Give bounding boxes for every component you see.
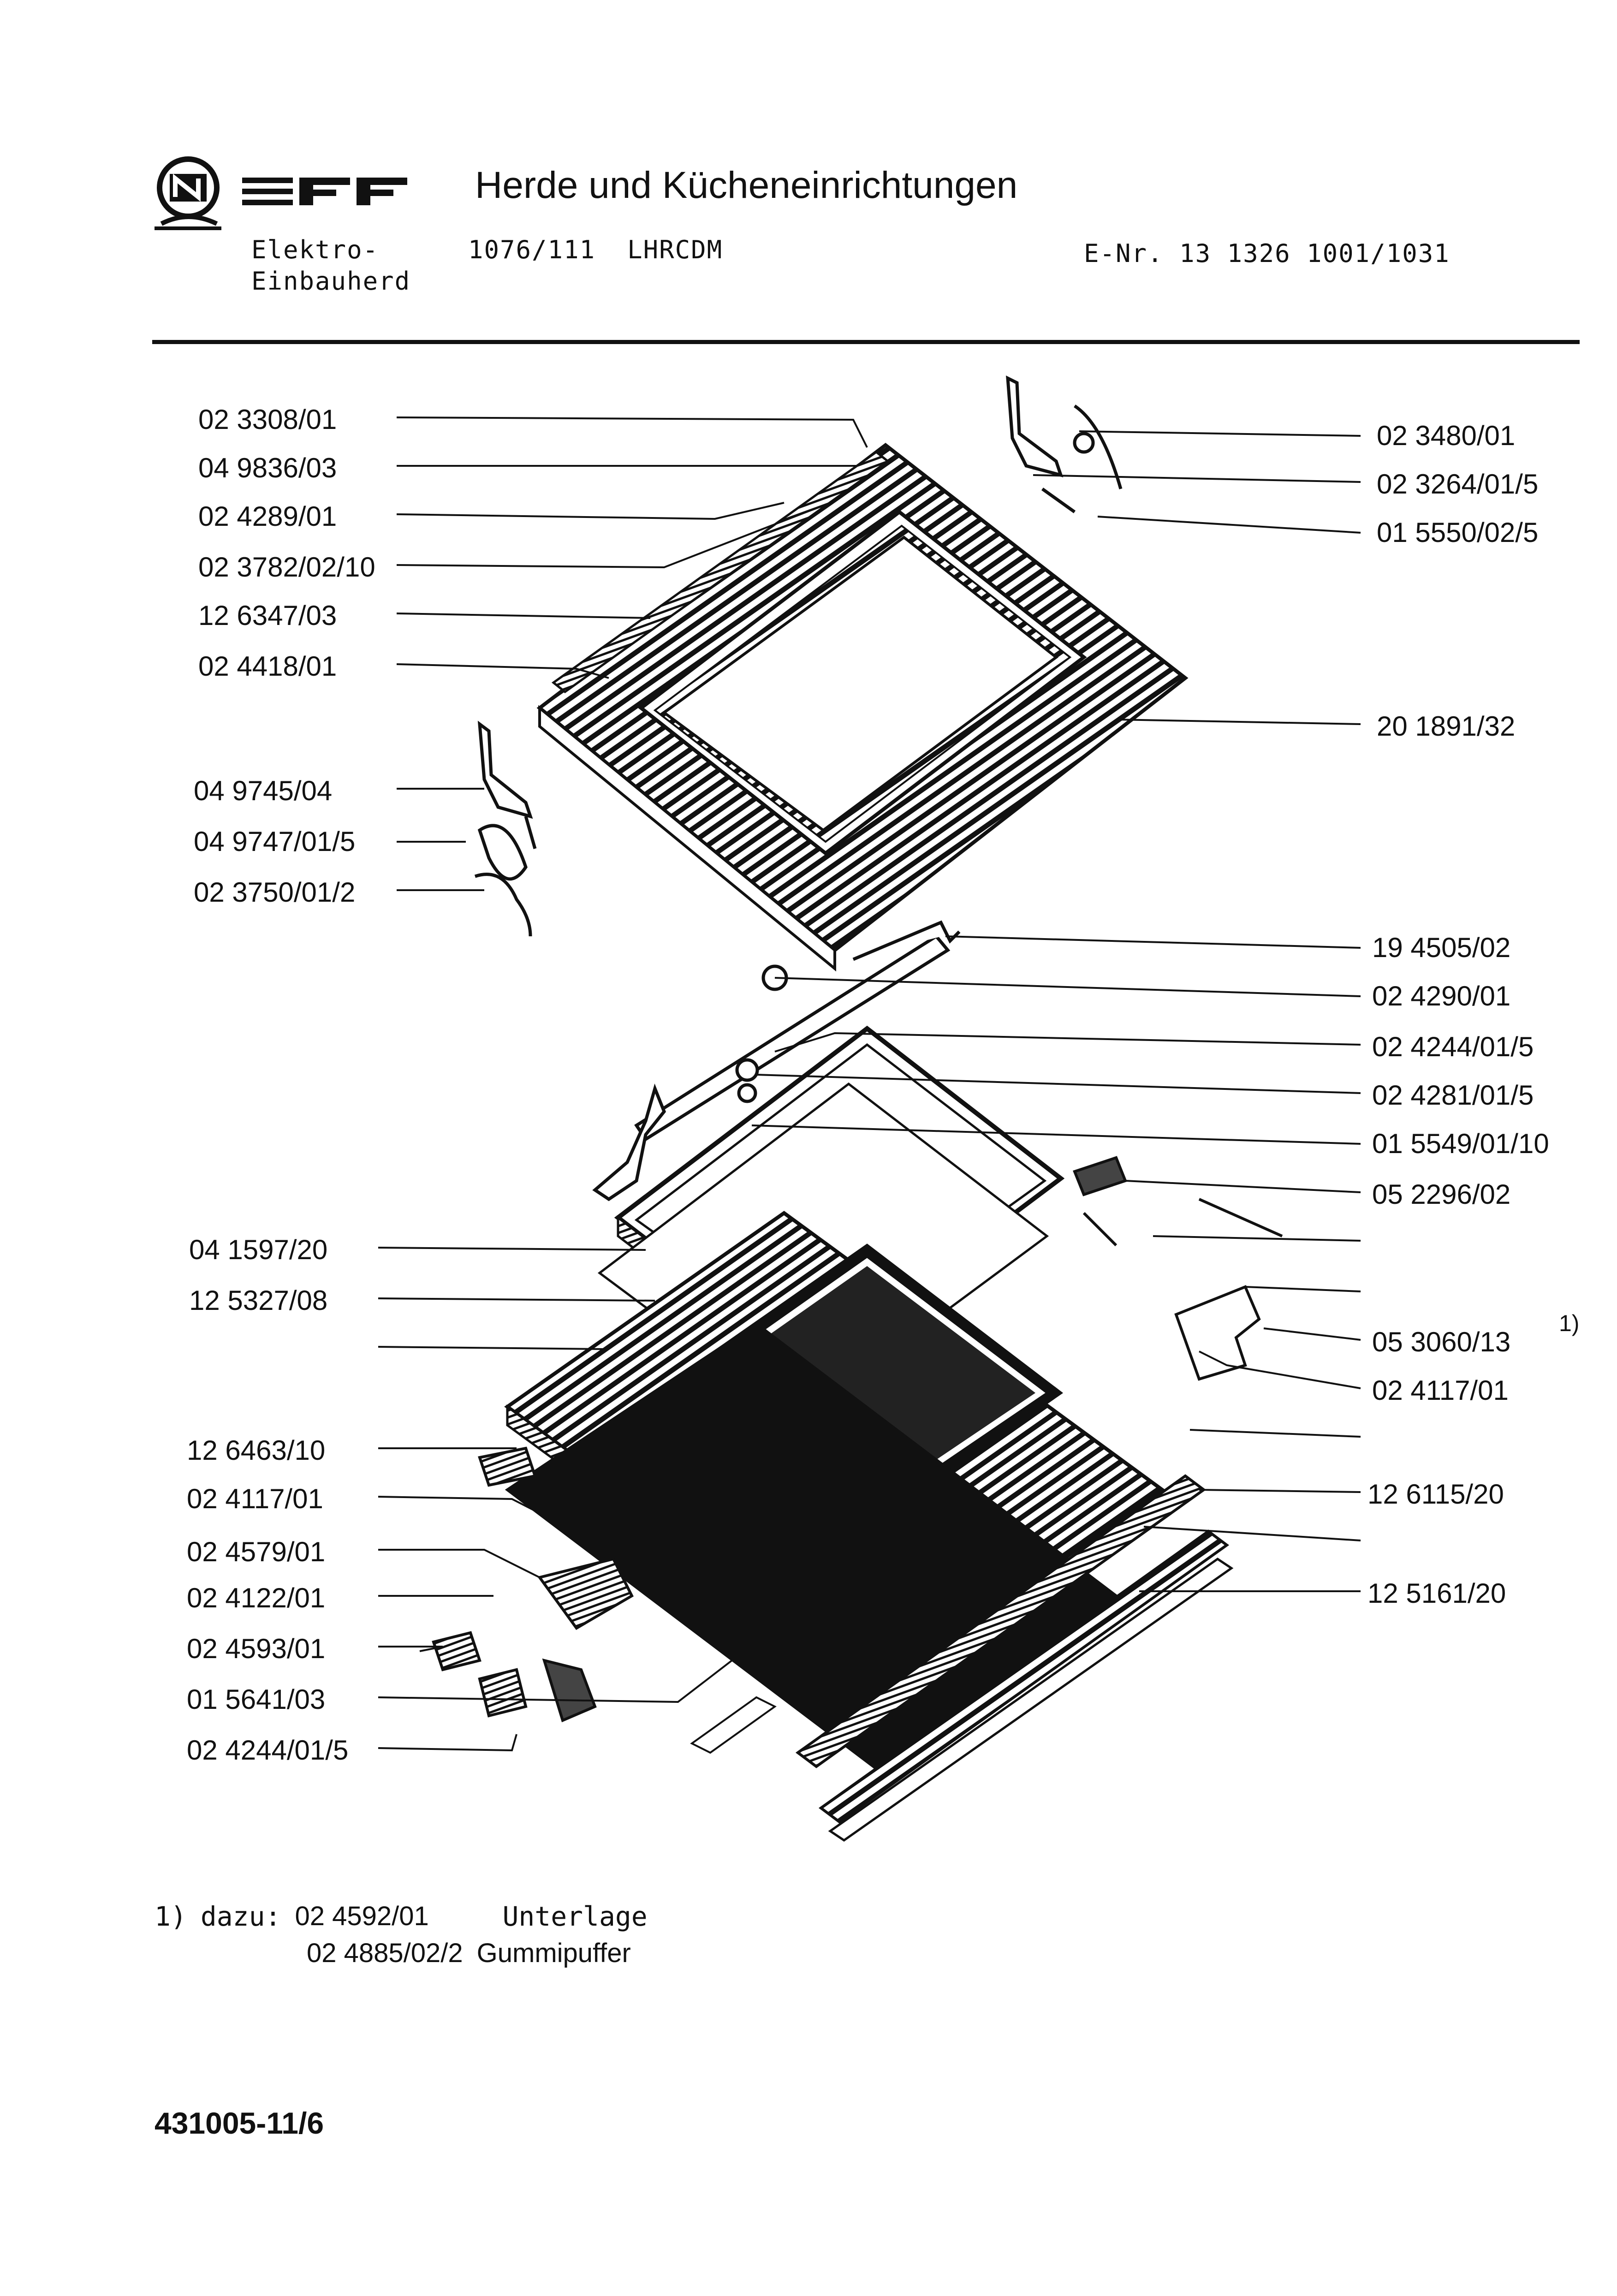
part-label-right: 05 2296/02	[1372, 1179, 1511, 1210]
e-nr: E-Nr. 13 1326 1001/1031	[1084, 239, 1450, 268]
part-label-left: 02 4122/01	[187, 1582, 326, 1613]
footnote-desc: Gummipuffer	[476, 1938, 631, 1968]
footnote: 1) dazu: 02 4592/01 Unterlage 02 4885/02…	[155, 1898, 648, 1972]
outer-door-panel	[536, 442, 1189, 972]
appliance-type-1: Elektro-	[251, 235, 379, 264]
part-label-right: 05 3060/13	[1372, 1326, 1511, 1357]
document-number: 431005-11/6	[155, 2106, 324, 2140]
footnote-desc: Unterlage	[502, 1901, 648, 1932]
part-label-right: 02 4281/01/5	[1372, 1080, 1534, 1111]
part-label-left: 04 9747/01/5	[194, 826, 356, 857]
part-label-left: 02 4244/01/5	[187, 1735, 349, 1766]
part-label-right: 02 4244/01/5	[1372, 1031, 1534, 1062]
part-label-left: 12 6347/03	[198, 600, 337, 631]
brand-logo: N	[152, 155, 438, 233]
header-rule	[152, 340, 1580, 344]
leaders-left	[378, 416, 868, 1752]
part-label-left: 12 6463/10	[187, 1435, 326, 1466]
part-label-left: 02 4418/01	[198, 651, 337, 682]
brand-letter-f2	[357, 178, 407, 205]
neff-emblem-icon	[155, 156, 221, 230]
part-label-left: 02 4117/01	[187, 1483, 323, 1514]
part-label-right: 19 4505/02	[1372, 932, 1511, 963]
part-label-right: 02 4117/01	[1372, 1375, 1509, 1406]
part-label-left: 02 4579/01	[187, 1536, 326, 1567]
part-label-left: 04 9836/03	[198, 452, 337, 483]
part-label-right: 02 3480/01	[1377, 420, 1516, 451]
footnote-marker: 1)	[155, 1901, 187, 1932]
left-hinge	[474, 720, 537, 937]
footnote-part: 02 4885/02/2	[307, 1938, 463, 1968]
footnote-part: 02 4592/01	[295, 1901, 429, 1931]
part-label-left: 02 3308/01	[198, 404, 337, 435]
brand-letter-e	[242, 178, 293, 205]
brand-letter-f1	[299, 178, 350, 205]
part-label-left: 02 4593/01	[187, 1633, 326, 1664]
part-label-left: 04 9745/04	[194, 775, 333, 806]
part-label-right: 02 4290/01	[1372, 981, 1511, 1011]
footnote-ref: 1)	[1559, 1310, 1580, 1336]
appliance-type-2: Einbauherd	[251, 267, 411, 296]
part-label-right: 01 5549/01/10	[1372, 1128, 1549, 1159]
part-label-right: 01 5550/02/5	[1377, 517, 1539, 548]
page-title: Herde und Kücheneinrichtungen	[475, 164, 1018, 206]
bottom-strips	[795, 1474, 1234, 1842]
part-label-left: 01 5641/03	[187, 1684, 326, 1715]
model-number: 1076/111 LHRCDM	[468, 235, 723, 264]
part-label-left: 12 5327/08	[189, 1285, 328, 1316]
top-hinge	[1006, 375, 1123, 513]
part-label-right: 20 1891/32	[1377, 711, 1516, 742]
lock-mechanism	[1073, 1156, 1283, 1381]
footnote-prefix: dazu:	[200, 1901, 281, 1932]
part-label-right: 12 5161/20	[1367, 1578, 1506, 1609]
part-label-right: 02 3264/01/5	[1377, 469, 1539, 500]
part-label-left: 04 1597/20	[189, 1234, 328, 1265]
part-label-left: 02 3750/01/2	[194, 877, 356, 908]
part-label-right: 12 6115/20	[1367, 1479, 1504, 1510]
leaders-right	[751, 430, 1361, 1592]
part-label-left: 02 4289/01	[198, 501, 337, 532]
part-label-left: 02 3782/02/10	[198, 552, 375, 583]
